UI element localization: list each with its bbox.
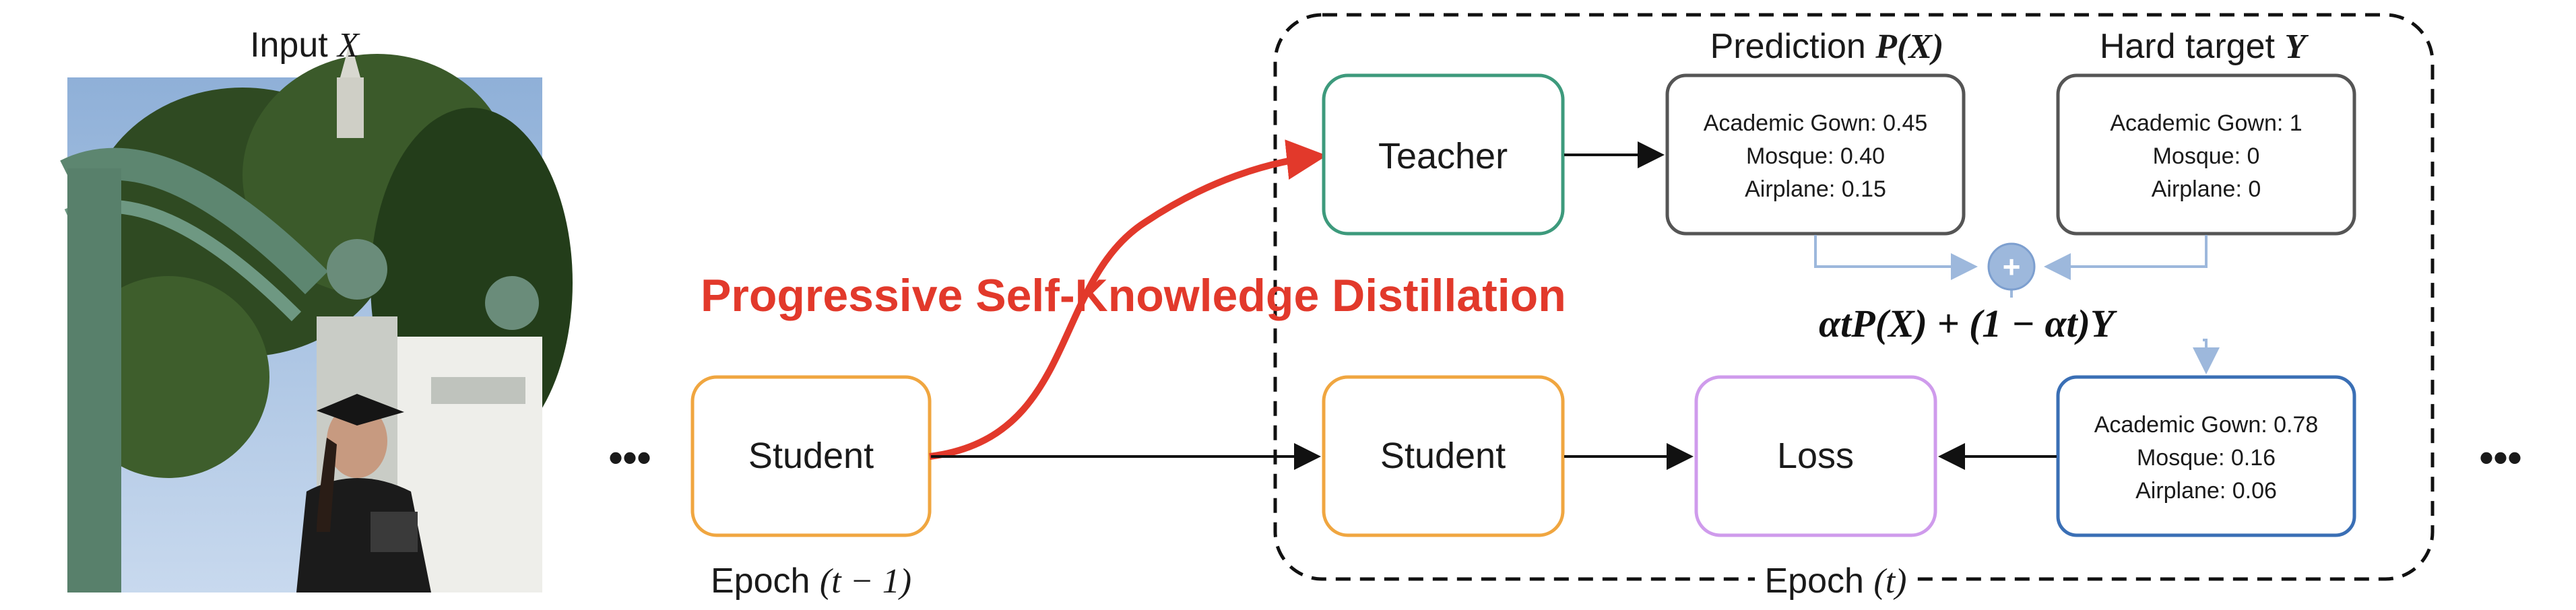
prev-epoch-label: Epoch (t − 1) bbox=[711, 562, 911, 601]
student-label: Student bbox=[1380, 436, 1506, 476]
soft-target-line: Airplane: 0.06 bbox=[2135, 478, 2277, 504]
prediction-line: Mosque: 0.40 bbox=[1746, 143, 1885, 169]
combine-node: + bbox=[1987, 242, 2036, 291]
prediction-box bbox=[1665, 73, 1966, 236]
hard-target-line: Mosque: 0 bbox=[2153, 143, 2260, 169]
epoch-t-label: Epoch (t) bbox=[1765, 562, 1907, 601]
student-box bbox=[1322, 375, 1565, 537]
soft-target-line: Academic Gown: 0.78 bbox=[2094, 412, 2319, 438]
method-title: Progressive Self-Knowledge Distillation bbox=[701, 270, 1566, 321]
ellipsis-right: ••• bbox=[2479, 435, 2521, 480]
formula: αtP(X) + (1 − αt)Y bbox=[1819, 302, 2117, 345]
soft-target-line: Mosque: 0.16 bbox=[2137, 445, 2276, 471]
prediction-heading: Prediction P(X) bbox=[1710, 27, 1944, 66]
loss-label: Loss bbox=[1777, 436, 1854, 476]
connector-hard-to-combine bbox=[2044, 235, 2208, 280]
formula-backing bbox=[1812, 298, 2203, 346]
hard-target-heading: Hard target Y bbox=[2100, 27, 2309, 66]
combine-circle bbox=[1987, 242, 2036, 291]
teacher-label: Teacher bbox=[1378, 136, 1508, 176]
hard-target-line: Academic Gown: 1 bbox=[2110, 110, 2302, 136]
input-label: Input X bbox=[250, 26, 360, 65]
distillation-arrow bbox=[929, 139, 1327, 460]
soft-target-box bbox=[2056, 375, 2356, 537]
ellipsis-left: ••• bbox=[608, 435, 651, 480]
teacher-box bbox=[1322, 73, 1565, 236]
prediction-line: Academic Gown: 0.45 bbox=[1704, 110, 1928, 136]
hard-target-line: Airplane: 0 bbox=[2152, 176, 2261, 202]
prediction-line: Airplane: 0.15 bbox=[1745, 176, 1886, 202]
epoch-caption-mask bbox=[1755, 572, 1917, 599]
prev-student-label: Student bbox=[748, 436, 874, 476]
loss-box bbox=[1694, 375, 1937, 537]
connector-prediction-to-combine bbox=[1814, 235, 1978, 280]
plus-icon: + bbox=[2003, 249, 2021, 284]
hard-target-box bbox=[2056, 73, 2356, 236]
input-photo bbox=[60, 40, 573, 592]
